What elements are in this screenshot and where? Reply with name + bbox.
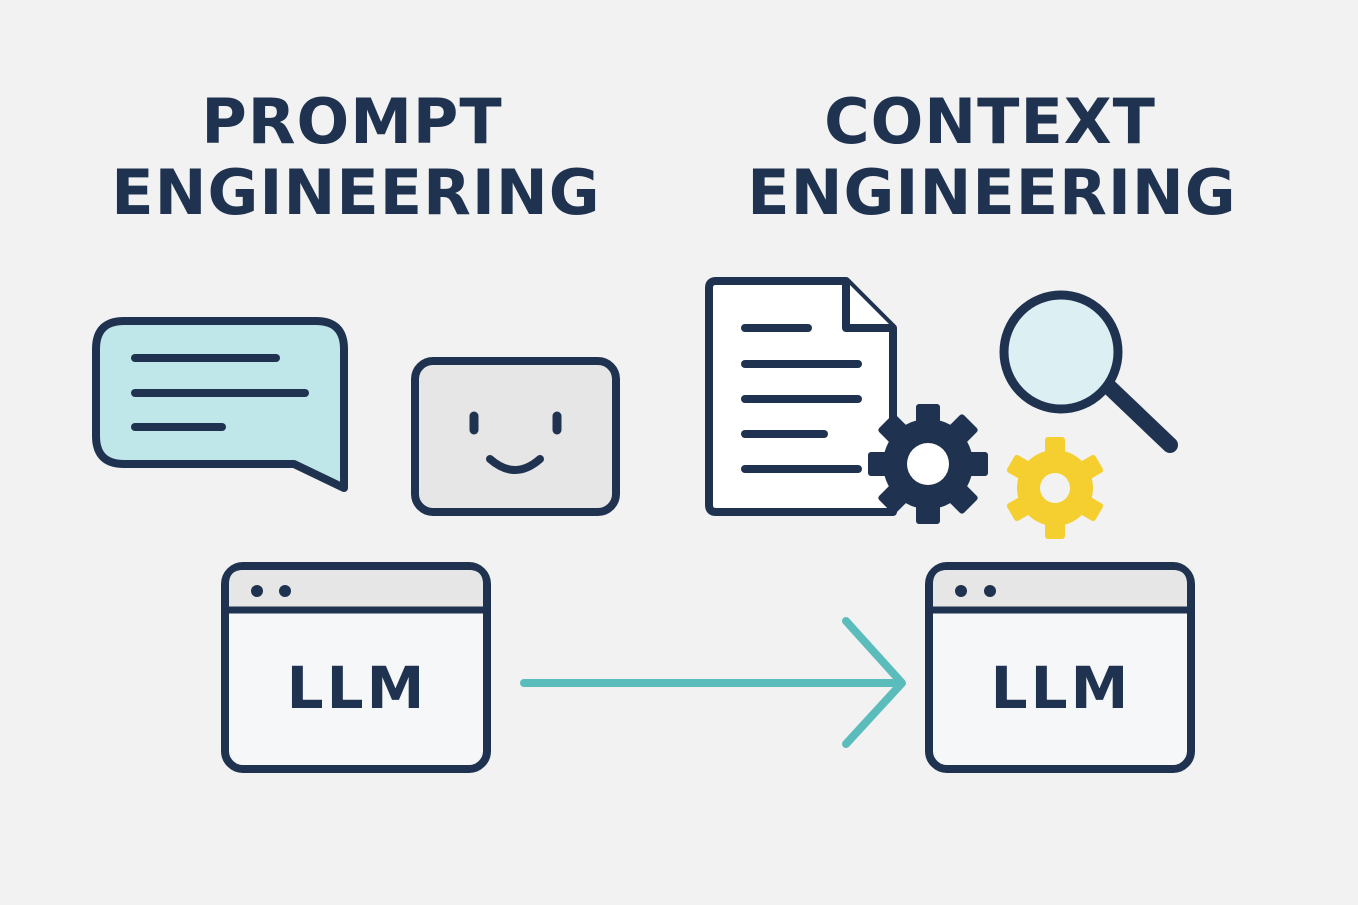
gear-icon xyxy=(868,404,988,524)
magnifier-icon xyxy=(999,290,1178,453)
right-llm-window-icon: LLM xyxy=(925,562,1195,773)
smiley-card-icon xyxy=(411,357,620,516)
left-llm-window-icon: LLM xyxy=(221,562,491,773)
arrow-right-icon xyxy=(520,617,906,748)
right-title-line-1: CONTEXT xyxy=(824,85,1156,158)
gear-icon xyxy=(1006,437,1104,539)
left-title: PROMPT ENGINEERING xyxy=(111,85,600,229)
left-llm-label: LLM xyxy=(287,654,428,722)
left-title-line-1: PROMPT xyxy=(201,85,502,158)
right-llm-label: LLM xyxy=(991,654,1132,722)
speech-bubble-icon xyxy=(92,317,348,492)
document-icon xyxy=(705,277,897,516)
right-title: CONTEXT ENGINEERING xyxy=(747,85,1236,229)
right-title-line-2: ENGINEERING xyxy=(747,156,1236,229)
left-title-line-2: ENGINEERING xyxy=(111,156,600,229)
